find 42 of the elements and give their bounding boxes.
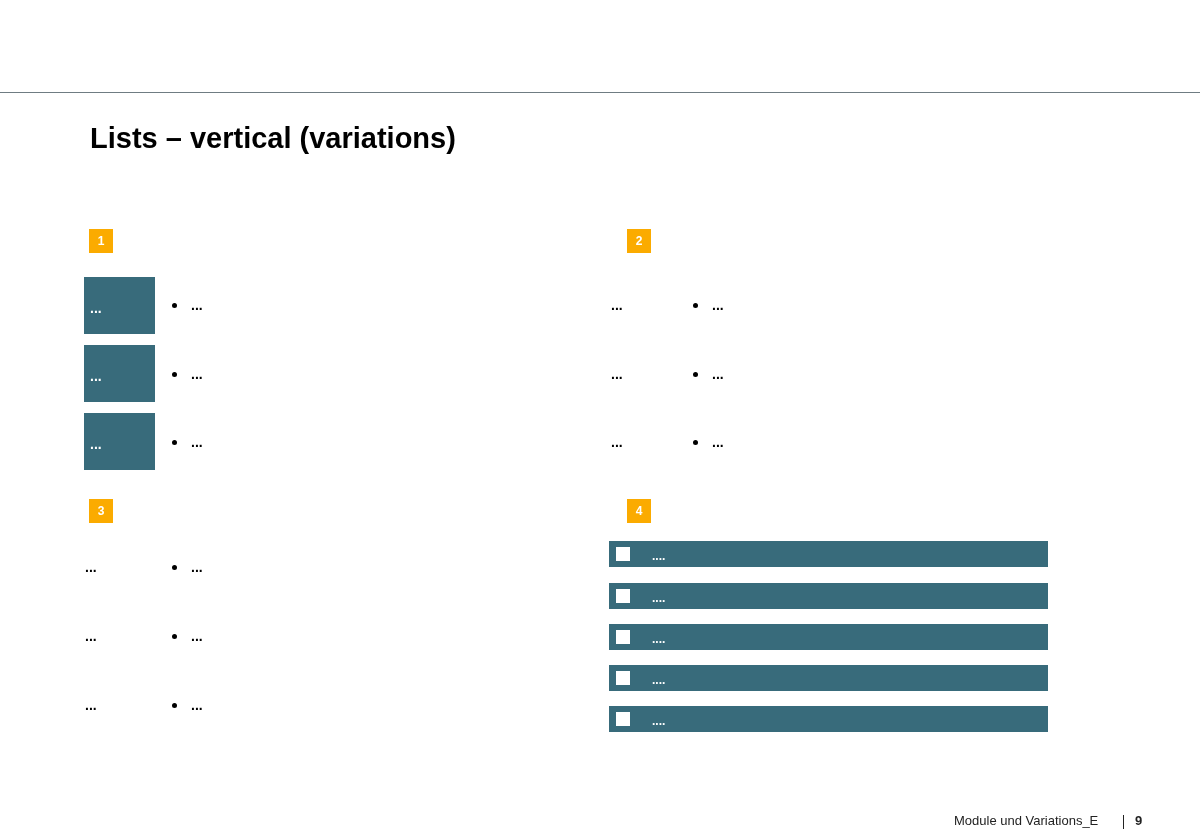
list-text: ... <box>611 433 623 451</box>
list-text: ... <box>191 365 203 383</box>
list-text: ... <box>191 558 203 576</box>
list-text: ... <box>191 627 203 645</box>
list-bar <box>609 624 1048 650</box>
list-text: ... <box>85 696 97 714</box>
bar-text: .... <box>652 631 666 648</box>
list-bar <box>609 583 1048 609</box>
list-bar <box>609 665 1048 691</box>
list-text: ... <box>85 558 97 576</box>
category-box <box>84 345 155 402</box>
list-text: ... <box>712 365 724 383</box>
footer-text: Module und Variations_E <box>954 813 1099 829</box>
list-text: ... <box>611 296 623 314</box>
list-bar <box>609 706 1048 732</box>
list-text: ... <box>191 296 203 314</box>
category-box <box>84 413 155 470</box>
badge-number: 1 <box>97 234 105 248</box>
category-box <box>84 277 155 334</box>
list-text: ... <box>712 296 724 314</box>
list-bar <box>609 541 1048 567</box>
bar-text: .... <box>652 672 666 689</box>
bar-text: .... <box>652 548 666 565</box>
number-badge <box>627 499 651 523</box>
badge-number: 3 <box>97 504 105 518</box>
list-text: ... <box>85 627 97 645</box>
page-number: 9 <box>1135 813 1143 829</box>
list-text: ... <box>611 365 623 383</box>
number-badge <box>89 229 113 253</box>
list-text: ... <box>712 433 724 451</box>
number-badge <box>627 229 651 253</box>
list-text: ... <box>191 696 203 714</box>
box-text: ... <box>90 434 102 453</box>
bar-text: .... <box>652 713 666 730</box>
bar-text: .... <box>652 590 666 607</box>
box-text: ... <box>90 366 102 385</box>
badge-number: 2 <box>635 234 643 248</box>
slide-title: Lists – vertical (variations) <box>90 121 456 156</box>
list-text: ... <box>191 433 203 451</box>
number-badge <box>89 499 113 523</box>
box-text: ... <box>90 298 102 317</box>
badge-number: 4 <box>635 504 643 518</box>
